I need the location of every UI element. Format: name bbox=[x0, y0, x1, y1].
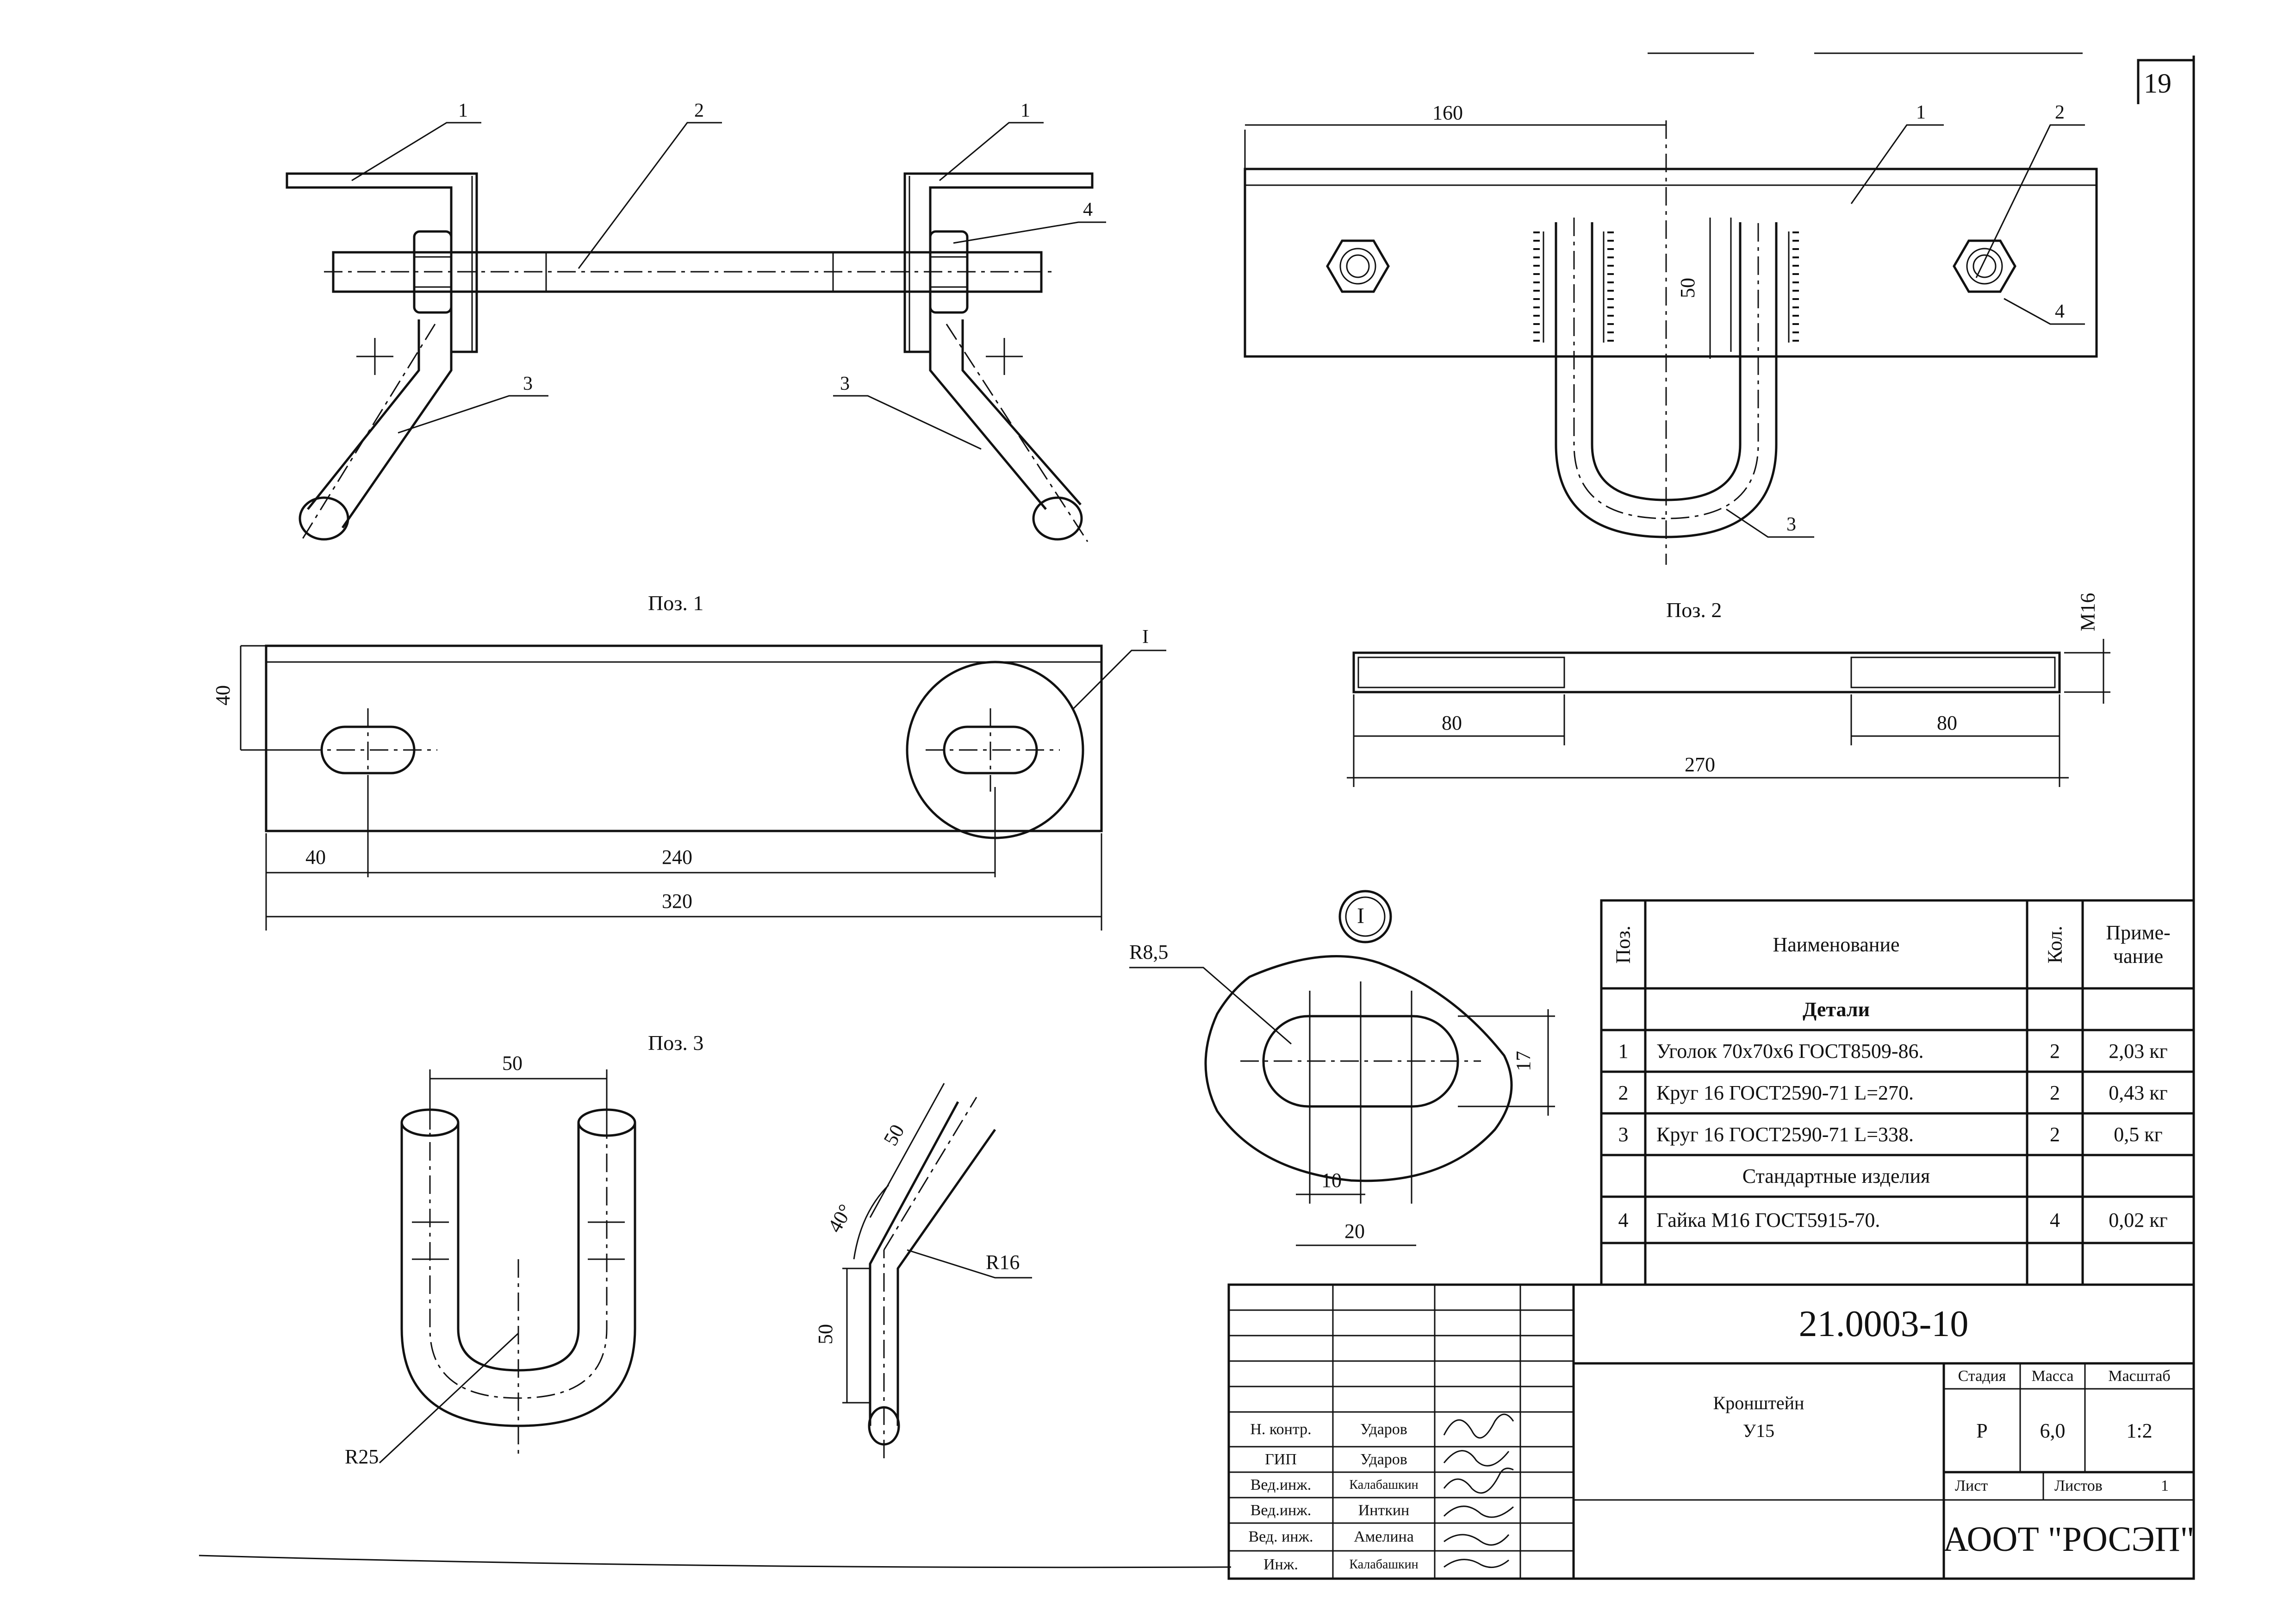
spec-row-note: 0,02 кг bbox=[2109, 1208, 2168, 1231]
spec-row-name: Круг 16 ГОСТ2590-71 L=338. bbox=[1656, 1123, 1914, 1146]
side-view-drawing bbox=[1244, 120, 2098, 565]
mass-value: 6,0 bbox=[2040, 1419, 2066, 1442]
pos1-caption: Поз. 1 bbox=[648, 591, 704, 615]
dim-pos1-span: 240 bbox=[662, 846, 692, 868]
pos2-caption: Поз. 2 bbox=[1666, 598, 1722, 622]
dim-pos3-bend-radius: R16 bbox=[986, 1251, 1020, 1274]
spec-row-note: 0,5 кг bbox=[2114, 1123, 2163, 1146]
top-view-drawing bbox=[286, 122, 1106, 542]
spec-table-lines bbox=[1600, 899, 2195, 1286]
pos2-drawing bbox=[1347, 639, 2110, 787]
spec-header-note: Приме-чание bbox=[2106, 921, 2171, 968]
sheets-value: 1 bbox=[2161, 1477, 2169, 1494]
spec-section-std: Стандартные изделия bbox=[1742, 1164, 1930, 1187]
mass-label: Масса bbox=[2031, 1367, 2074, 1385]
signature-role: Вед.инж. bbox=[1250, 1476, 1312, 1493]
pos3-caption: Поз. 3 bbox=[648, 1031, 704, 1055]
dim-detail-width: 20 bbox=[1344, 1220, 1365, 1243]
dim-pos2-left: 80 bbox=[1442, 712, 1462, 734]
callout-side-nut: 4 bbox=[2055, 301, 2065, 322]
dim-detail-half: 10 bbox=[1321, 1169, 1342, 1192]
callout-angle-left: 1 bbox=[458, 100, 468, 121]
signature-name: Ударов bbox=[1360, 1450, 1407, 1468]
callout-bent-left: 3 bbox=[523, 373, 533, 394]
page-number: 19 bbox=[2144, 68, 2172, 99]
spec-row-qty: 4 bbox=[2050, 1208, 2060, 1231]
signature-role: Инж. bbox=[1263, 1556, 1298, 1573]
callout-side-ubolt: 3 bbox=[1786, 514, 1796, 535]
scale-label: Масштаб bbox=[2108, 1367, 2171, 1385]
dim-pos3-width: 50 bbox=[502, 1052, 523, 1074]
sheet-label: Лист bbox=[1955, 1477, 1988, 1494]
spec-row-pos: 1 bbox=[1618, 1039, 1629, 1062]
spec-section-parts: Детали bbox=[1803, 998, 1870, 1021]
pos3-drawing bbox=[379, 1069, 1032, 1464]
dim-pos3-radius: R25 bbox=[345, 1445, 379, 1468]
signature-role: ГИП bbox=[1265, 1450, 1297, 1468]
signature-scribbles bbox=[1443, 1413, 1514, 1568]
signature-name: Калабашкин bbox=[1349, 1477, 1419, 1492]
dim-pos2-right: 80 bbox=[1937, 712, 1957, 734]
spec-row-qty: 2 bbox=[2050, 1123, 2060, 1146]
dim-pos1-height: 40 bbox=[212, 685, 234, 706]
signature-name: Инткин bbox=[1358, 1501, 1410, 1519]
dim-detail-height: 17 bbox=[1512, 1051, 1535, 1071]
spec-row-name: Гайка М16 ГОСТ5915-70. bbox=[1656, 1208, 1880, 1231]
stage-value: Р bbox=[1976, 1419, 1988, 1442]
dim-pos2-thread: M16 bbox=[2076, 593, 2099, 631]
spec-row-pos: 3 bbox=[1618, 1123, 1629, 1146]
detail-callout-i: I bbox=[1142, 626, 1149, 648]
detail-i-label: I bbox=[1357, 904, 1364, 928]
dim-pos2-total: 270 bbox=[1685, 753, 1715, 776]
detail-i-drawing bbox=[1129, 890, 1555, 1246]
doc-number: 21.0003-10 bbox=[1798, 1303, 1969, 1344]
signature-role: Н. контр. bbox=[1250, 1420, 1312, 1438]
dim-side-height: 50 bbox=[1676, 278, 1699, 298]
dim-detail-radius: R8,5 bbox=[1129, 941, 1169, 963]
signature-role: Вед. инж. bbox=[1248, 1528, 1313, 1545]
title-block-lines bbox=[1227, 1283, 2195, 1580]
callout-rod: 2 bbox=[694, 100, 704, 121]
scale-value: 1:2 bbox=[2126, 1419, 2153, 1442]
stage-label: Стадия bbox=[1958, 1367, 2006, 1385]
dim-pos1-total: 320 bbox=[662, 890, 692, 912]
title-line2: У15 bbox=[1742, 1420, 1775, 1441]
spec-row-note: 2,03 кг bbox=[2109, 1039, 2168, 1062]
title-line1: Кронштейн bbox=[1713, 1392, 1804, 1413]
spec-row-qty: 2 bbox=[2050, 1039, 2060, 1062]
spec-row-name: Уголок 70х70х6 ГОСТ8509-86. bbox=[1656, 1039, 1924, 1062]
spec-header-qty: Кол. bbox=[2043, 925, 2066, 963]
spec-row-name: Круг 16 ГОСТ2590-71 L=270. bbox=[1656, 1081, 1914, 1104]
signature-role: Вед.инж. bbox=[1250, 1501, 1312, 1519]
callout-bent-right: 3 bbox=[840, 373, 850, 394]
spec-header-pos: Поз. bbox=[1612, 925, 1635, 964]
dim-side-length: 160 bbox=[1432, 101, 1463, 124]
signature-name: Калабашкин bbox=[1349, 1557, 1419, 1572]
spec-row-qty: 2 bbox=[2050, 1081, 2060, 1104]
sheets-label: Листов bbox=[2054, 1477, 2103, 1494]
callout-side-rod: 2 bbox=[2055, 102, 2065, 123]
pos1-drawing bbox=[240, 644, 1166, 931]
dim-pos1-left: 40 bbox=[305, 846, 326, 868]
dim-pos3-leg: 50 bbox=[814, 1324, 837, 1344]
spec-row-note: 0,43 кг bbox=[2109, 1081, 2168, 1104]
callout-side-angle: 1 bbox=[1916, 102, 1926, 123]
callout-angle-right: 1 bbox=[1020, 100, 1030, 121]
spec-row-pos: 4 bbox=[1618, 1208, 1629, 1231]
company-name: АООТ "РОСЭП" bbox=[1943, 1519, 2195, 1559]
callout-nut: 4 bbox=[1083, 199, 1093, 220]
spec-header-name: Наименование bbox=[1773, 933, 1900, 956]
spec-row-pos: 2 bbox=[1618, 1081, 1629, 1104]
signature-name: Ударов bbox=[1360, 1420, 1407, 1438]
signature-name: Амелина bbox=[1354, 1528, 1414, 1545]
